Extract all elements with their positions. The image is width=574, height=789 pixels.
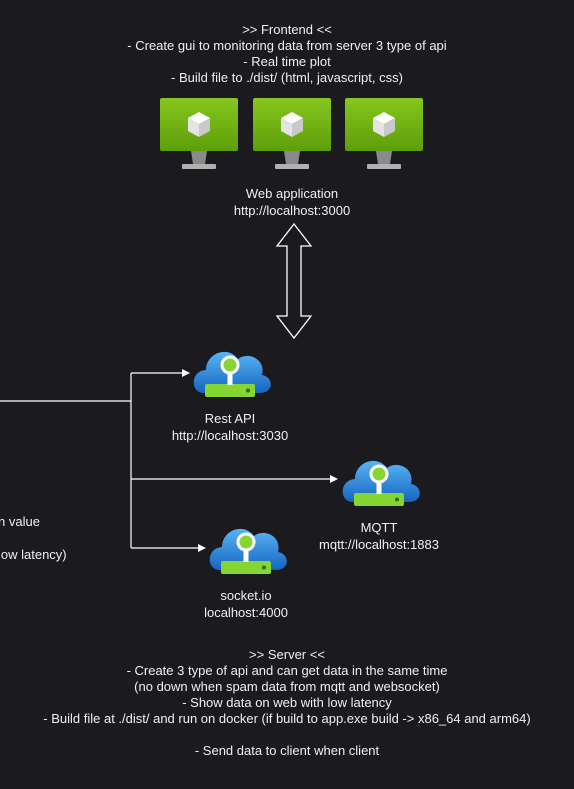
rest-api-url: http://localhost:3030 [171,428,289,443]
frontend-line-3: - Build file to ./dist/ (html, javascrip… [171,70,403,85]
arrowhead-socket-icon [198,544,206,552]
web-app-label: Web application http://localhost:3000 [192,185,392,219]
rest-api-icon [194,352,271,397]
web-app-url: http://localhost:3000 [233,203,351,218]
server-line-2: (no down when spam data from mqtt and we… [134,679,440,694]
arrowhead-rest-icon [182,369,190,377]
monitor-icon [345,98,423,169]
connector-lines [0,372,331,549]
server-line-5 [0,727,574,743]
frontend-title: >> Frontend << [242,22,332,37]
server-line-6: - Send data to client when client [194,743,380,758]
socketio-name: socket.io [220,588,272,603]
double-arrow-icon [275,222,313,340]
server-notes: >> Server << - Create 3 type of api and … [0,647,574,759]
server-line-4: - Build file at ./dist/ and run on docke… [43,711,531,726]
rest-api-label: Rest API http://localhost:3030 [130,410,330,444]
server-line-1: - Create 3 type of api and can get data … [126,663,448,678]
server-title: >> Server << [249,647,325,662]
frontend-notes: >> Frontend << - Create gui to monitorin… [87,22,487,86]
monitor-icon [160,98,238,169]
socketio-label: socket.io localhost:4000 [146,587,346,621]
rest-api-name: Rest API [204,411,256,426]
mqtt-icon [343,461,420,506]
mqtt-url: mqtt://localhost:1883 [319,537,439,552]
left-fragment-text: n value [0,514,40,529]
arrowhead-mqtt-icon [330,475,338,483]
server-line-3: - Show data on web with low latency [182,695,392,710]
frontend-line-2: - Real time plot [243,54,331,69]
socketio-icon [210,529,287,574]
frontend-line-1: - Create gui to monitoring data from ser… [127,38,447,53]
left-fragment-text: low latency) [0,547,67,562]
socketio-url: localhost:4000 [204,605,288,620]
monitor-icon [253,98,331,169]
mqtt-label: MQTT mqtt://localhost:1883 [279,519,479,553]
web-app-name: Web application [245,186,339,201]
mqtt-name: MQTT [360,520,398,535]
